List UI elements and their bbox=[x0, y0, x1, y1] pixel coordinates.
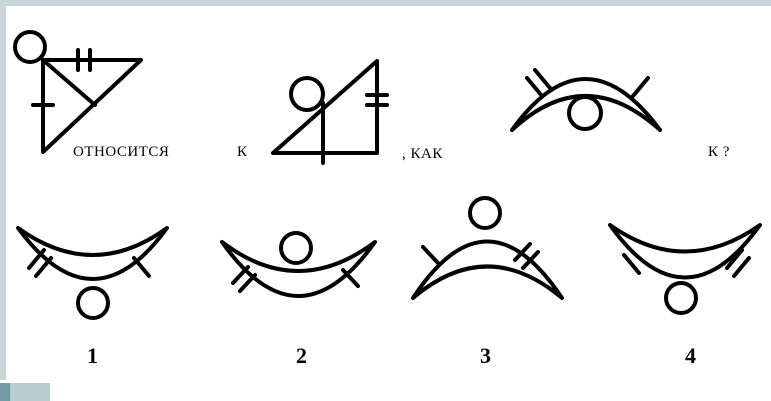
option-4-label[interactable]: 4 bbox=[685, 343, 696, 369]
option-4-circle bbox=[666, 283, 696, 313]
